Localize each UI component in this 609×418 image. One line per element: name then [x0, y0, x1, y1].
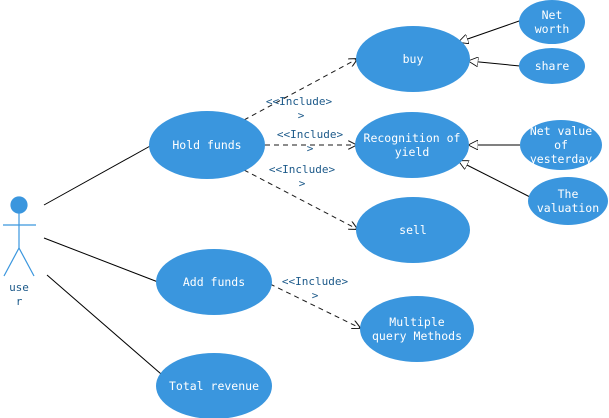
generalization-share-buy [469, 61, 521, 66]
actor-user[interactable] [3, 196, 36, 277]
svg-text:<<Include>: <<Include> [266, 95, 333, 108]
svg-text:>: > [299, 177, 306, 190]
svg-text:Total revenue: Total revenue [169, 379, 259, 393]
svg-text:share: share [535, 59, 570, 73]
usecase-buy[interactable]: buy [356, 26, 470, 92]
actor-head [10, 196, 28, 214]
usecase-total-revenue[interactable]: Total revenue [156, 353, 272, 418]
assoc-user-add-funds [43, 237, 159, 283]
svg-text:<<Include>: <<Include> [269, 163, 336, 176]
usecase-share[interactable]: share [519, 48, 585, 84]
svg-text:sell: sell [399, 223, 427, 237]
svg-text:buy: buy [403, 52, 424, 66]
svg-text:>: > [298, 109, 305, 122]
include-label-query: <<Include> > [282, 275, 349, 302]
svg-text:Hold funds: Hold funds [172, 138, 241, 152]
svg-text:>: > [312, 289, 319, 302]
assoc-user-hold-funds [43, 144, 153, 206]
svg-text:Add funds: Add funds [183, 275, 245, 289]
svg-text:<<Include>: <<Include> [282, 275, 349, 288]
usecase-sell[interactable]: sell [356, 197, 470, 263]
svg-text:<<Include>: <<Include> [277, 128, 344, 141]
include-add-query [269, 283, 360, 328]
generalization-valuation-recognition [459, 161, 531, 198]
assoc-user-total-revenue [46, 274, 169, 381]
generalization-net-worth-buy [459, 19, 523, 42]
include-hold-buy [243, 59, 357, 121]
usecase-hold-funds[interactable]: Hold funds [149, 111, 265, 179]
include-hold-sell [243, 169, 357, 229]
include-label-buy: <<Include> > [266, 95, 333, 122]
usecase-add-funds[interactable]: Add funds [156, 249, 272, 315]
include-label-sell: <<Include> > [269, 163, 336, 190]
svg-text:>: > [307, 142, 314, 155]
include-label-recognition: <<Include> > [277, 128, 344, 155]
